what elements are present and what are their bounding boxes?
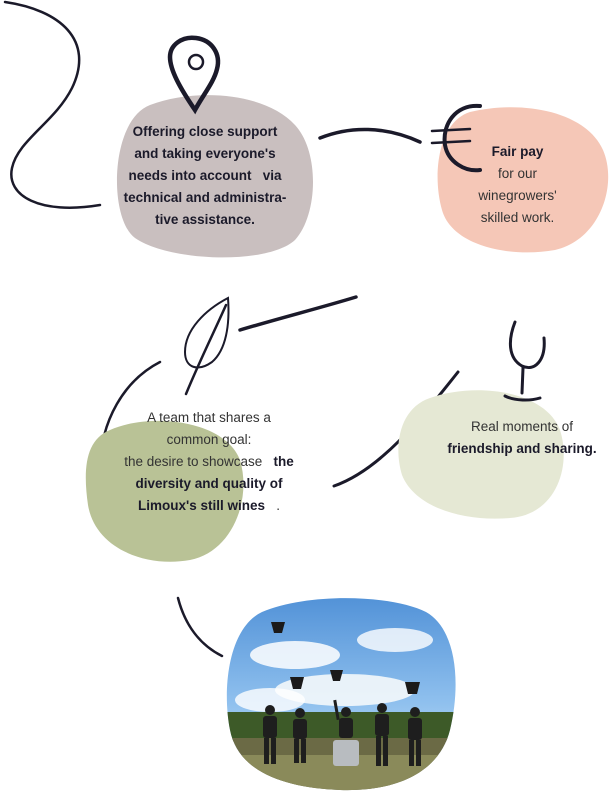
map-pin-icon [167, 35, 221, 115]
wine-glass-icon [503, 320, 546, 402]
team-line-5: Limoux's still wines . [100, 495, 318, 517]
support-line-1: Offering close support [132, 124, 278, 139]
connector-stroke-bottom [176, 596, 224, 658]
support-text: Offering close support and taking everyo… [100, 121, 310, 231]
pay-line-3: winegrowers' [478, 188, 557, 203]
connector-stroke-middle [238, 295, 358, 332]
friendship-line-1: Real moments of [470, 419, 574, 434]
team-text: A team that shares a common goal: the de… [100, 407, 318, 517]
pay-line-4: skilled work. [480, 210, 555, 225]
team-line-1: A team that shares a [147, 410, 271, 425]
euro-icon [430, 103, 482, 173]
blob-friendship [398, 390, 564, 519]
support-line-2: and taking everyone's [134, 146, 276, 161]
team-line-3-text: the desire to showcase [124, 454, 263, 469]
vineyard-photo [226, 598, 456, 791]
team-line-5-end: . [276, 498, 281, 513]
pay-text: Fair pay for our winegrowers' skilled wo… [450, 141, 585, 229]
pay-line-2: for our [497, 166, 538, 181]
blob-support [116, 95, 314, 258]
team-line-3: the desire to showcase the [100, 451, 318, 473]
leaf-icon [183, 296, 230, 396]
support-line-3: needs into account via [128, 168, 282, 183]
team-line-3-bold: the [273, 454, 294, 469]
team-line-2: common goal: [166, 432, 252, 447]
connector-stroke-top [318, 127, 422, 144]
team-line-4: diversity and quality of [135, 476, 283, 491]
team-line-5-bold: Limoux's still wines [137, 498, 265, 513]
blob-team [85, 420, 244, 562]
pay-bold: Fair pay [491, 144, 544, 159]
friendship-line-2: friendship and sharing. [447, 441, 597, 456]
support-line-5: tive assistance. [155, 212, 255, 227]
support-line-4: technical and administra- [123, 190, 287, 205]
friendship-text: Real moments of friendship and sharing. [434, 416, 610, 460]
blob-pay [437, 107, 609, 253]
decorative-swirl-top-left [3, 0, 102, 209]
